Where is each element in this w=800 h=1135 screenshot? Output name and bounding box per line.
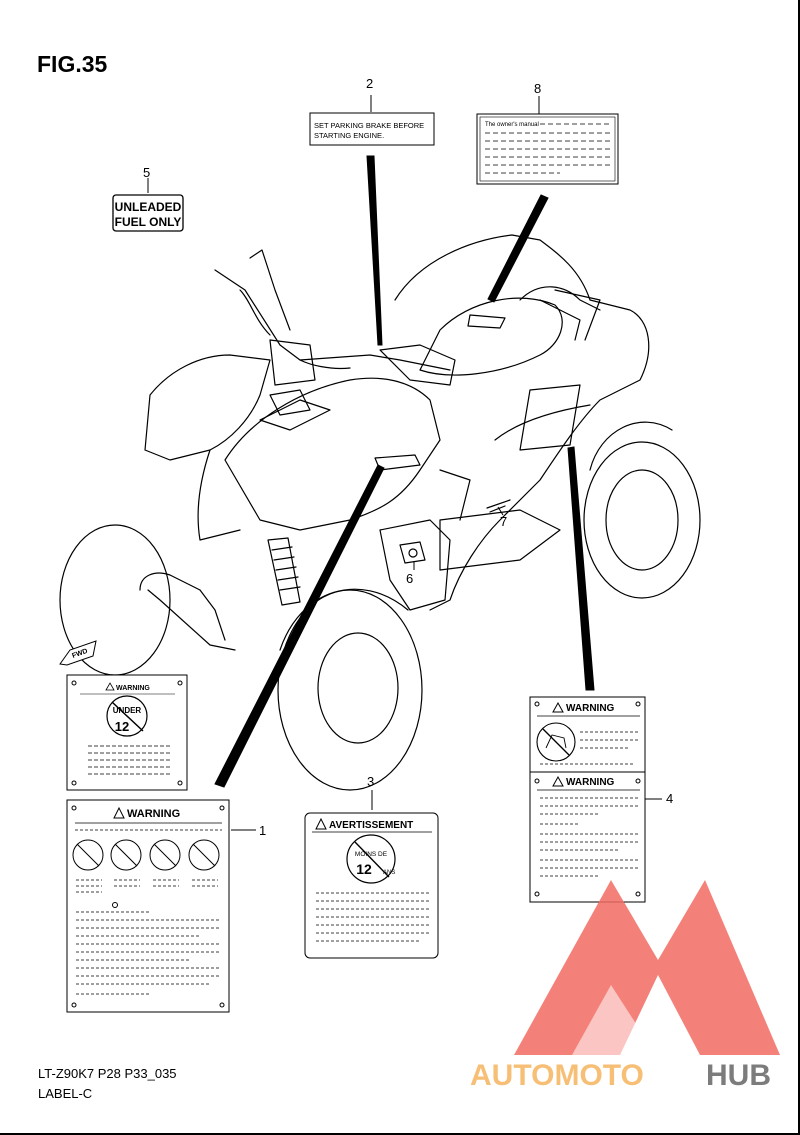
warning-header-rear-bottom: WARNING [566, 777, 615, 788]
label-warning-under-12: WARNING UNDER 12 [66, 674, 188, 791]
warning-header-rear-top: WARNING [566, 703, 615, 714]
callout-5: 5 [143, 165, 150, 180]
callout-1: 1 [259, 823, 266, 838]
watermark-brand-1: AUTOMOTO [470, 1059, 644, 1092]
label-owners-manual: The owner's manual [476, 113, 619, 185]
parking-brake-text-line2: STARTING ENGINE. [314, 131, 384, 140]
twelve-text: 12 [115, 719, 129, 734]
warning-header-small: WARNING [116, 685, 150, 692]
owners-manual-text: The owner's manual [485, 122, 539, 128]
label-parking-brake: SET PARKING BRAKE BEFORE STARTING ENGINE… [309, 112, 435, 146]
section-name: LABEL-C [38, 1086, 92, 1101]
figure-title: FIG.35 [37, 51, 108, 77]
warning-header-main: WARNING [127, 808, 180, 820]
atv-illustration [59, 234, 701, 791]
fwd-arrow: FWD [59, 640, 97, 666]
watermark-logo: AUTOMOTO HUB [470, 880, 780, 1092]
watermark-brand-2: HUB [706, 1059, 771, 1092]
unleaded-text-line2: FUEL ONLY [115, 215, 182, 229]
label-unleaded-fuel: UNLEADED FUEL ONLY [112, 194, 184, 232]
callout-4: 4 [666, 791, 673, 806]
twelve-ans-number: 12 [356, 861, 372, 877]
parking-brake-text-line1: SET PARKING BRAKE BEFORE [314, 121, 424, 130]
label-warning-main: WARNING [66, 799, 230, 1013]
model-code: LT-Z90K7 P28 P33_035 [38, 1066, 177, 1081]
under-text: UNDER [113, 706, 142, 715]
callout-numbers: 2 8 5 7 6 3 4 1 [143, 76, 673, 838]
ans-text: ANS [383, 870, 395, 876]
callout-8: 8 [534, 81, 541, 96]
callout-2: 2 [366, 76, 373, 91]
avertissement-header: AVERTISSEMENT [329, 820, 413, 831]
unleaded-text-line1: UNLEADED [115, 200, 182, 214]
callout-6: 6 [406, 571, 413, 586]
callout-3: 3 [367, 774, 374, 789]
moins-de-text: MOINS DE [355, 851, 388, 858]
leader-lines [147, 95, 662, 831]
label-warning-rear: WARNING WARNING [529, 696, 646, 903]
label-avertissement: AVERTISSEMENT MOINS DE 12 ANS [304, 812, 439, 959]
callout-7: 7 [500, 514, 507, 529]
